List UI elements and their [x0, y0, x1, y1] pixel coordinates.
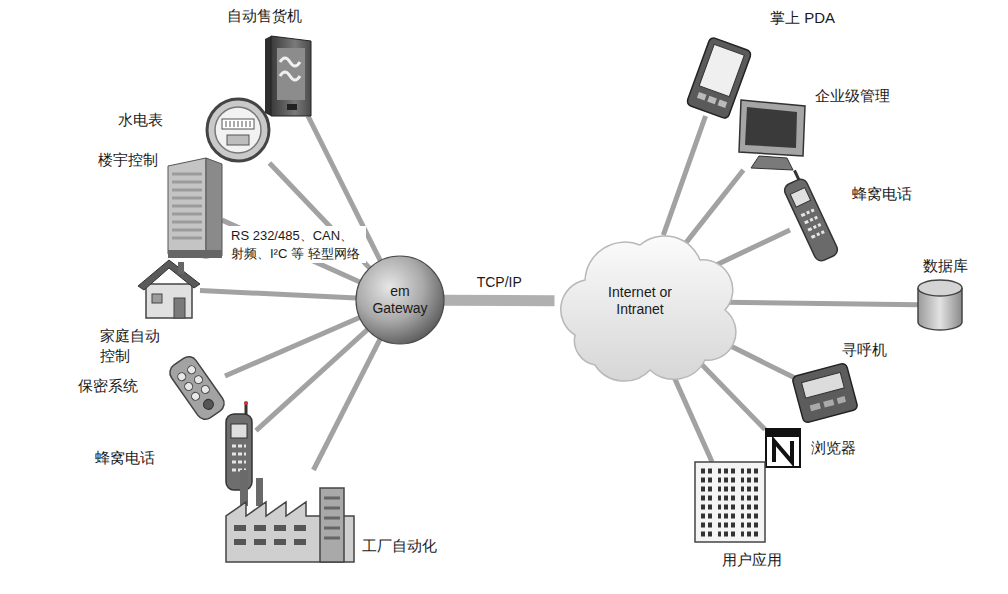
network-link [200, 290, 356, 297]
pda: 掌上 PDA [690, 40, 748, 116]
device-label: 寻呼机 [842, 340, 887, 360]
user-application: 用户应用 [695, 462, 765, 542]
keypad-icon [166, 353, 227, 423]
cell-phone-icon [778, 168, 839, 263]
security-system: 保密系统 [170, 355, 225, 421]
cell-phone: 蜂窝电话 [222, 402, 256, 490]
pager: 寻呼机 [795, 365, 855, 421]
network-link [663, 116, 705, 235]
database: 数据库 [918, 280, 962, 330]
backbone-link [444, 295, 555, 306]
house-icon [138, 260, 200, 318]
pager-icon [792, 363, 859, 424]
device-label: 数据库 [923, 256, 968, 276]
device-label: 家庭自动 控制 [100, 326, 162, 365]
database-icon [918, 280, 962, 330]
browser: 浏览器 [765, 428, 801, 468]
factory-automation: 工厂自动化 [226, 470, 354, 562]
gateway-sphere-shape [356, 256, 444, 344]
network-link [256, 330, 367, 431]
network-cloud: Internet or Intranet [545, 225, 735, 377]
cell-phone: 蜂窝电话 [790, 175, 832, 265]
device-label: 水电表 [118, 110, 163, 130]
monitor-icon [739, 100, 805, 170]
network-link [725, 302, 918, 305]
building-icon [168, 158, 222, 258]
device-label: 楼宇控制 [98, 150, 158, 170]
browser-icon [766, 429, 800, 467]
factory-icon [226, 470, 354, 562]
device-label: 工厂自动化 [362, 536, 437, 556]
network-link [225, 318, 360, 377]
device-label: 浏览器 [811, 438, 856, 458]
device-label: 蜂窝电话 [852, 184, 912, 204]
meter: 水电表 [205, 97, 271, 163]
meter-icon [207, 99, 269, 161]
network-link [313, 339, 380, 470]
cell-phone-icon [226, 401, 252, 490]
vending-machine-icon [265, 36, 311, 116]
device-label: 掌上 PDA [770, 8, 835, 28]
vending-machine: 自动售货机 [265, 36, 311, 116]
binary-listing-icon [695, 462, 765, 542]
bus-label: RS 232/485、CAN、 射频、I²C 等 轻型网络 [228, 226, 366, 263]
hub-label: em Gateway [367, 283, 433, 317]
gateway-sphere: em Gateway [355, 255, 445, 345]
network-link [693, 355, 765, 430]
device-label: 蜂窝电话 [95, 448, 155, 468]
building-control: 楼宇控制 [168, 158, 222, 258]
network-link [686, 170, 744, 243]
device-label: 用户应用 [722, 550, 782, 570]
device-label: 自动售货机 [227, 6, 302, 26]
network-link [714, 230, 790, 266]
cloud-shape [561, 236, 736, 381]
enterprise-management: 企业级管理 [735, 100, 807, 170]
device-label: 保密系统 [78, 376, 138, 396]
link-label: TCP/IP [474, 274, 525, 291]
home-automation: 家庭自动 控制 [138, 258, 200, 320]
hub-label: Internet or Intranet [608, 284, 672, 318]
device-label: 企业级管理 [815, 86, 890, 106]
